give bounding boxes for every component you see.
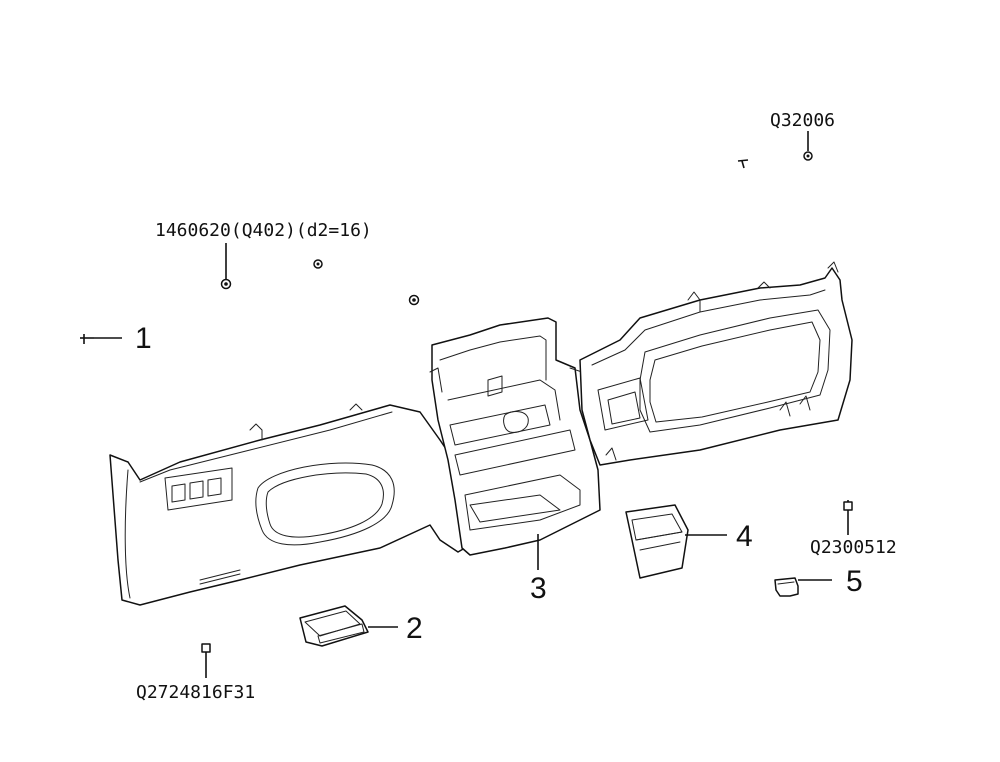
label-1460620: 1460620(Q402)(d2=16) bbox=[155, 220, 372, 241]
fastener-bolt-q2300512 bbox=[843, 500, 853, 516]
callout-1: 1 bbox=[135, 322, 152, 355]
fastener-clip-a bbox=[313, 259, 323, 269]
leader-lines bbox=[94, 131, 849, 678]
instrument-panel-body bbox=[109, 261, 853, 606]
part-4-storage-box bbox=[625, 504, 689, 579]
fastener-clip-1460620 bbox=[220, 278, 232, 290]
label-q2300512: Q2300512 bbox=[810, 537, 897, 558]
fastener-bolt-q2724816f31 bbox=[201, 643, 211, 660]
fastener-screw-top-right bbox=[737, 159, 749, 169]
callout-3: 3 bbox=[530, 572, 547, 605]
part-2-ashtray bbox=[299, 605, 369, 647]
fastener-nut-q32006 bbox=[803, 151, 813, 161]
callout-5: 5 bbox=[846, 565, 863, 598]
fastener-clip-b bbox=[408, 294, 420, 306]
label-q32006: Q32006 bbox=[770, 110, 835, 131]
fastener-screw-part-1 bbox=[80, 334, 94, 344]
callout-4: 4 bbox=[736, 520, 753, 553]
callout-2: 2 bbox=[406, 612, 423, 645]
part-5-bracket bbox=[774, 577, 799, 597]
label-q2724816f31: Q2724816F31 bbox=[136, 682, 255, 703]
